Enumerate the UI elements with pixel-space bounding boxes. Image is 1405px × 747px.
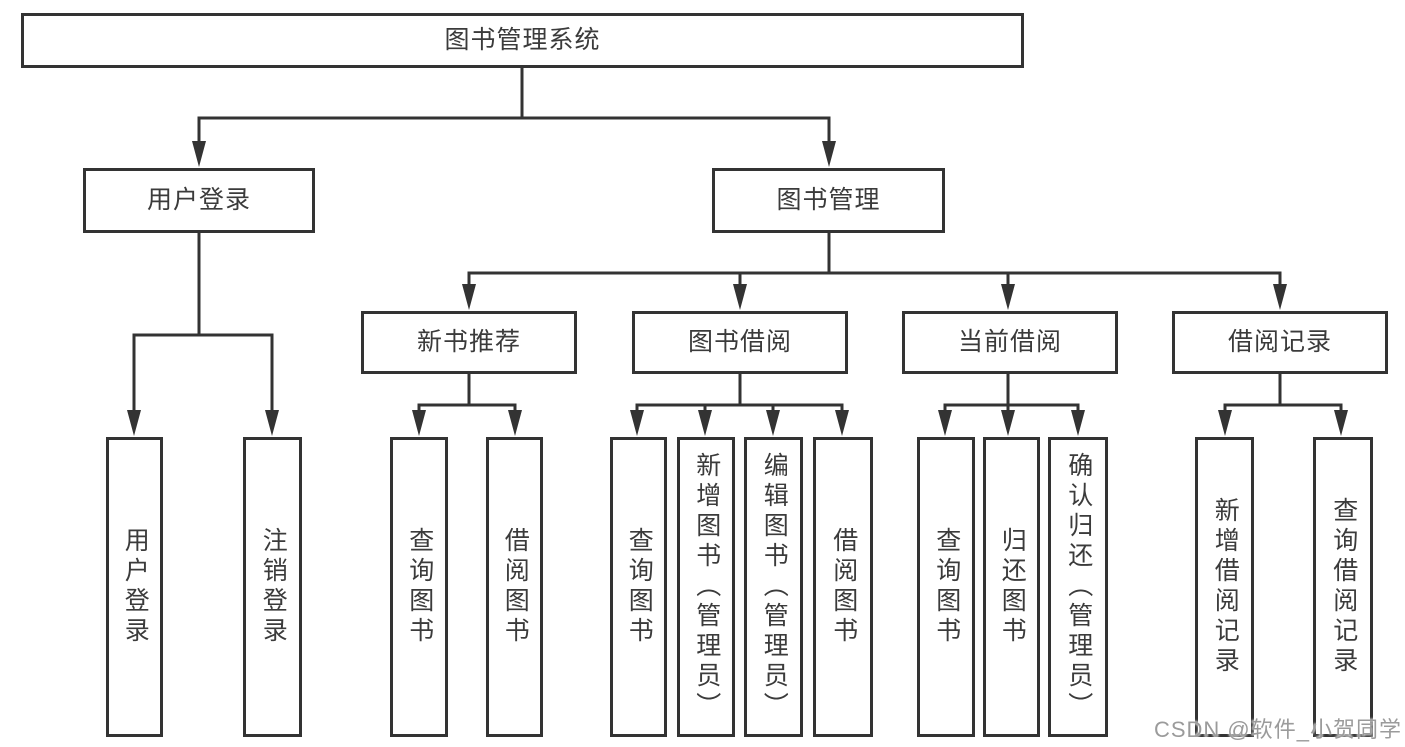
node-library-system: 图书管理系统	[21, 13, 1024, 68]
node-new-book-recommend-label: 新书推荐	[416, 328, 521, 356]
leaf-user-login: 用户登录	[106, 437, 163, 737]
leaf-add-borrow-record-label: 新增借阅记录	[1211, 497, 1240, 677]
node-new-book-recommend: 新书推荐	[361, 311, 577, 374]
leaf-query-books-current: 查询图书	[917, 437, 975, 737]
node-book-management-label: 图书管理	[776, 186, 881, 214]
leaf-add-borrow-record: 新增借阅记录	[1195, 437, 1254, 737]
leaf-query-borrow-record: 查询借阅记录	[1313, 437, 1373, 737]
node-current-borrow-label: 当前借阅	[957, 328, 1062, 356]
node-book-borrow-label: 图书借阅	[687, 328, 792, 356]
leaf-confirm-return-admin: 确认归还（管理员）	[1048, 437, 1108, 737]
leaf-borrow-books-2: 借阅图书	[813, 437, 873, 737]
leaf-logout: 注销登录	[243, 437, 302, 737]
node-current-borrow: 当前借阅	[902, 311, 1118, 374]
leaf-borrow-books-2-label: 借阅图书	[829, 527, 858, 647]
leaf-add-book-admin: 新增图书（管理员）	[677, 437, 735, 737]
node-user-login-group-label: 用户登录	[146, 186, 251, 214]
leaf-query-books-borrow: 查询图书	[610, 437, 667, 737]
leaf-query-books-borrow-label: 查询图书	[625, 527, 654, 647]
leaf-add-book-admin-label: 新增图书（管理员）	[692, 452, 721, 722]
watermark: CSDN @软件_小贺同学	[1153, 717, 1402, 742]
leaf-confirm-return-admin-label: 确认归还（管理员）	[1064, 452, 1093, 722]
leaf-edit-book-admin-label: 编辑图书（管理员）	[760, 452, 789, 722]
leaf-return-book: 归还图书	[983, 437, 1040, 737]
leaf-user-login-label: 用户登录	[121, 527, 150, 647]
leaf-logout-label: 注销登录	[259, 527, 288, 647]
leaf-query-books-recommend-label: 查询图书	[405, 527, 434, 647]
node-borrow-records: 借阅记录	[1172, 311, 1388, 374]
node-borrow-records-label: 借阅记录	[1227, 328, 1332, 356]
leaf-query-books-current-label: 查询图书	[932, 527, 961, 647]
node-book-management: 图书管理	[712, 168, 945, 233]
node-library-system-label: 图书管理系统	[444, 26, 601, 54]
leaf-query-books-recommend: 查询图书	[390, 437, 448, 737]
leaf-borrow-books-recommend: 借阅图书	[486, 437, 543, 737]
leaf-edit-book-admin: 编辑图书（管理员）	[744, 437, 803, 737]
node-user-login-group: 用户登录	[83, 168, 315, 233]
leaf-borrow-books-recommend-label: 借阅图书	[501, 527, 530, 647]
leaf-return-book-label: 归还图书	[998, 527, 1027, 647]
leaf-query-borrow-record-label: 查询借阅记录	[1329, 497, 1358, 677]
node-book-borrow: 图书借阅	[632, 311, 848, 374]
